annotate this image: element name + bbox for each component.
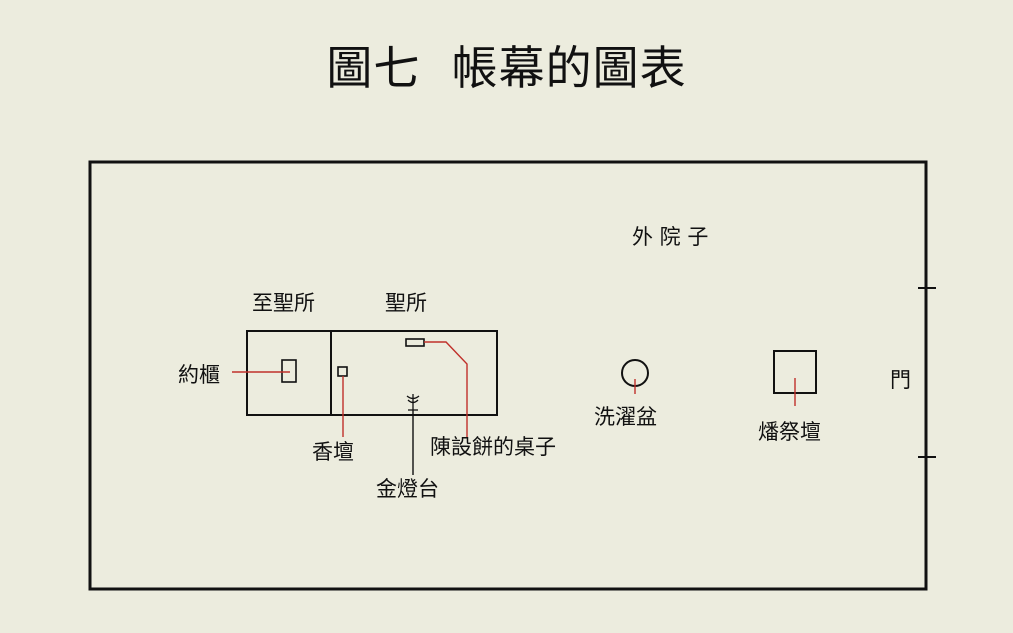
showbread-table-leader-line (424, 341, 468, 437)
showbread-table-shape (405, 338, 425, 347)
burnt-offering-altar-label: 燔祭壇 (758, 420, 821, 444)
incense-altar-label: 香壇 (312, 440, 354, 464)
laver-label: 洗濯盆 (594, 405, 657, 429)
diagram-title: 圖七 帳幕的圖表 (326, 41, 687, 95)
outer-court-label: 外 院 子 (632, 225, 709, 249)
showbread-table-label: 陳設餅的桌子 (430, 435, 556, 459)
lampstand-label: 金燈台 (376, 477, 439, 501)
holy-place-label: 聖所 (385, 291, 427, 315)
gate-label: 門 (890, 368, 911, 392)
most-holy-place-label: 至聖所 (252, 291, 315, 315)
ark-label: 約櫃 (178, 363, 220, 387)
tabernacle-outline (246, 330, 498, 416)
ark-shape (281, 359, 297, 383)
incense-altar-shape (337, 366, 348, 377)
lampstand-icon (406, 394, 420, 411)
outer-court-boundary (88, 160, 928, 591)
